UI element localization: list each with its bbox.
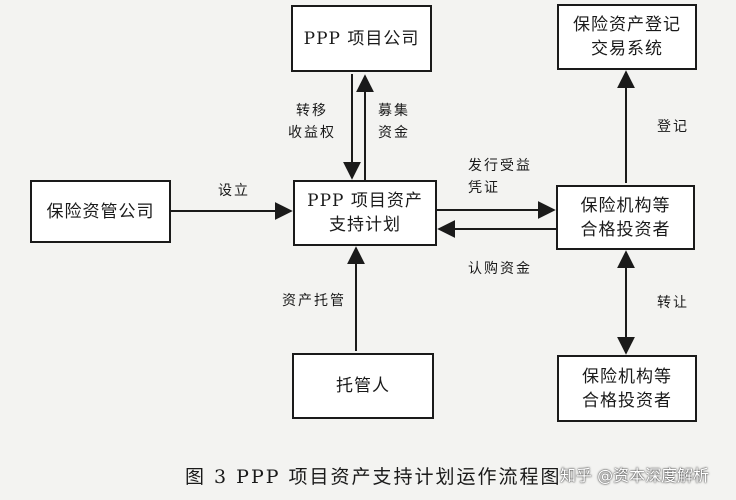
label-register: 登记 [657, 119, 689, 135]
node-ppp-plan: PPP 项目资产 支持计划 [293, 180, 437, 246]
label-subscribe-funds: 认购资金 [468, 261, 532, 277]
figure-caption: 图 3 PPP 项目资产支持计划运作流程图 [185, 466, 562, 488]
node-registry-system: 保险资产登记 交易系统 [557, 4, 697, 70]
label-setup: 设立 [218, 183, 250, 199]
label-transfer-income: 转移 收益权 [288, 103, 336, 141]
label-issue-certificate: 发行受益 凭证 [468, 158, 532, 196]
node-investors-top: 保险机构等 合格投资者 [556, 185, 695, 250]
label-transfer: 转让 [657, 295, 689, 311]
node-custodian: 托管人 [292, 353, 434, 419]
label-raise-funds: 募集 资金 [378, 103, 410, 141]
label-custody: 资产托管 [282, 293, 346, 309]
node-investors-bottom: 保险机构等 合格投资者 [557, 355, 697, 422]
watermark: 知乎 @资本深度解析 [560, 466, 710, 485]
node-ppp-company: PPP 项目公司 [291, 5, 432, 72]
node-asset-manager: 保险资管公司 [30, 180, 171, 243]
